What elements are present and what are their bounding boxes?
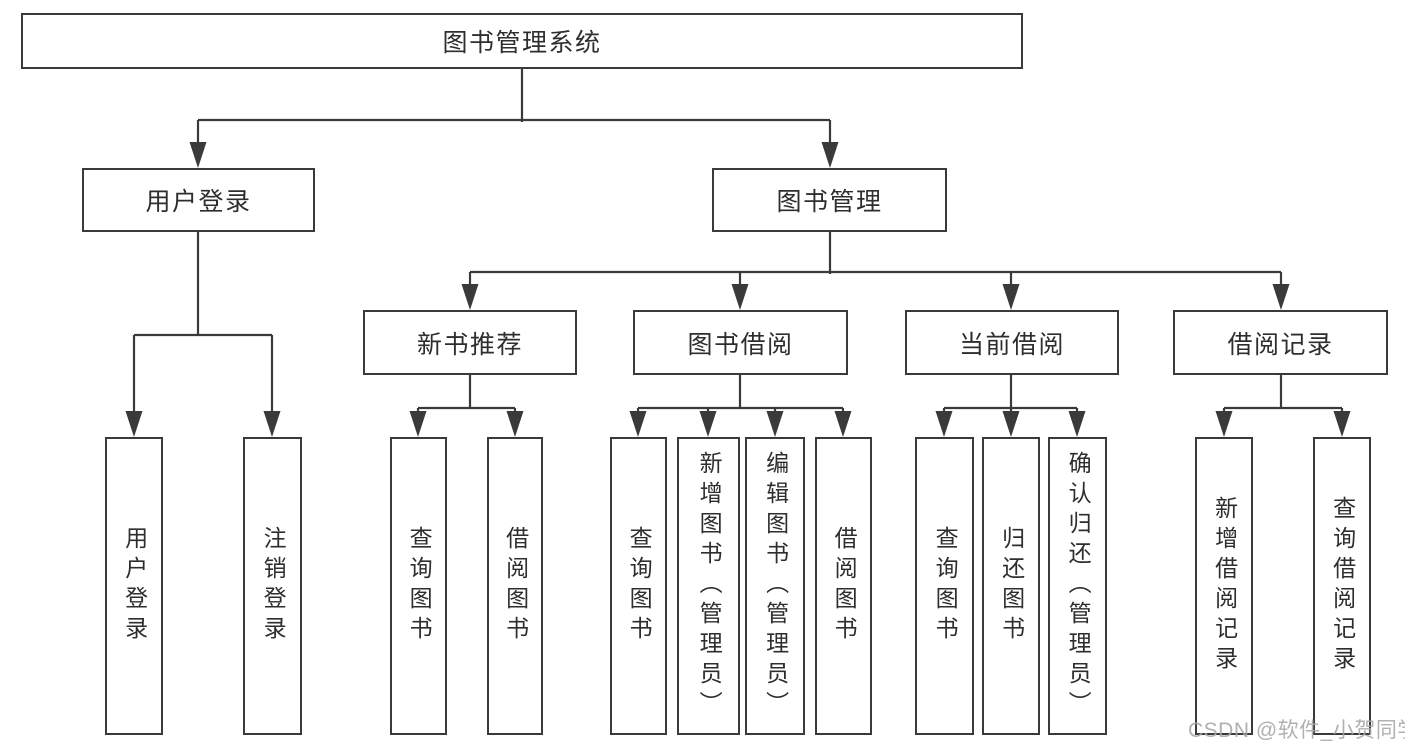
node-library-management-system: 图书管理系统 xyxy=(21,13,1023,69)
node-current-borrowing: 当前借阅 xyxy=(905,310,1119,375)
leaf-logout-login: 注销登录 xyxy=(243,437,302,735)
node-book-borrowing: 图书借阅 xyxy=(633,310,848,375)
leaf-query-books-current: 查询图书 xyxy=(915,437,974,735)
node-borrowing-records: 借阅记录 xyxy=(1173,310,1388,375)
leaf-confirm-return-admin: 确认归还（管理员） xyxy=(1048,437,1107,735)
arrowheads xyxy=(125,142,1351,437)
leaf-add-borrow-record: 新增借阅记录 xyxy=(1195,437,1253,735)
leaf-return-books: 归还图书 xyxy=(982,437,1040,735)
node-new-book-recommendation: 新书推荐 xyxy=(363,310,577,375)
leaf-add-books-admin: 新增图书（管理员） xyxy=(677,437,740,735)
leaf-user-login: 用户登录 xyxy=(105,437,163,735)
node-book-management: 图书管理 xyxy=(712,168,947,232)
csdn-watermark: CSDN @软件_小贺同学 xyxy=(1188,719,1405,742)
leaf-query-books-recommend: 查询图书 xyxy=(390,437,447,735)
leaf-borrow-books-recommend: 借阅图书 xyxy=(487,437,543,735)
node-user-login: 用户登录 xyxy=(82,168,315,232)
leaf-query-books-borrow: 查询图书 xyxy=(610,437,667,735)
leaf-edit-books-admin: 编辑图书（管理员） xyxy=(745,437,805,735)
leaf-borrow-books-borrow: 借阅图书 xyxy=(815,437,872,735)
leaf-query-borrow-record: 查询借阅记录 xyxy=(1313,437,1371,735)
